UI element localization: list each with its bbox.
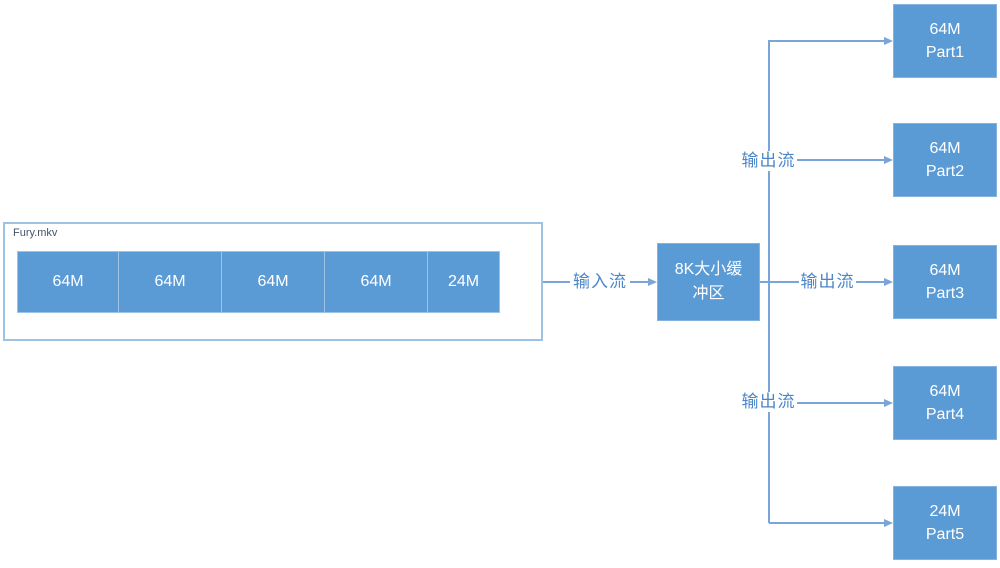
part5-size: 24M bbox=[929, 503, 961, 520]
file-block-2: 64M bbox=[119, 252, 221, 312]
source-file-label: Fury.mkv bbox=[13, 227, 58, 239]
output-stream-label-part4: 输出流 bbox=[740, 392, 797, 412]
output-stream-label-part3: 输出流 bbox=[799, 272, 856, 292]
part-box-2: 64M Part2 bbox=[893, 123, 997, 197]
input-stream-arrowhead-icon bbox=[648, 278, 657, 286]
output-line-part5 bbox=[769, 522, 884, 524]
output-arrowhead-part3-icon bbox=[884, 278, 893, 286]
file-block-5: 24M bbox=[428, 252, 499, 312]
output-line-part4 bbox=[769, 402, 884, 404]
file-block-row: 64M 64M 64M 64M 24M bbox=[17, 251, 500, 313]
part3-size: 64M bbox=[929, 262, 961, 279]
part1-name: Part1 bbox=[925, 44, 965, 61]
part-box-5: 24M Part5 bbox=[893, 486, 997, 560]
part2-size: 64M bbox=[929, 140, 961, 157]
part3-name: Part3 bbox=[925, 285, 965, 302]
input-stream-label: 输入流 bbox=[570, 272, 630, 292]
file-block-4: 64M bbox=[325, 252, 427, 312]
output-arrowhead-part5-icon bbox=[884, 519, 893, 527]
output-arrowhead-part1-icon bbox=[884, 37, 893, 45]
part-box-1: 64M Part1 bbox=[893, 4, 997, 78]
file-block-1: 64M bbox=[18, 252, 118, 312]
part2-name: Part2 bbox=[925, 163, 965, 180]
output-line-part2 bbox=[769, 159, 884, 161]
part-box-4: 64M Part4 bbox=[893, 366, 997, 440]
buffer-box: 8K大小缓冲区 bbox=[657, 243, 760, 321]
buffer-label: 8K大小缓冲区 bbox=[674, 261, 743, 302]
part4-size: 64M bbox=[929, 383, 961, 400]
part-box-3: 64M Part3 bbox=[893, 245, 997, 319]
part1-size: 64M bbox=[929, 21, 961, 38]
file-block-3: 64M bbox=[222, 252, 324, 312]
part5-name: Part5 bbox=[925, 526, 965, 543]
part4-name: Part4 bbox=[925, 406, 965, 423]
output-stream-label-part2: 输出流 bbox=[740, 151, 797, 171]
output-line-part1 bbox=[769, 40, 884, 42]
output-arrowhead-part4-icon bbox=[884, 399, 893, 407]
source-file-container: Fury.mkv 64M 64M 64M 64M 24M bbox=[3, 222, 543, 341]
output-arrowhead-part2-icon bbox=[884, 156, 893, 164]
